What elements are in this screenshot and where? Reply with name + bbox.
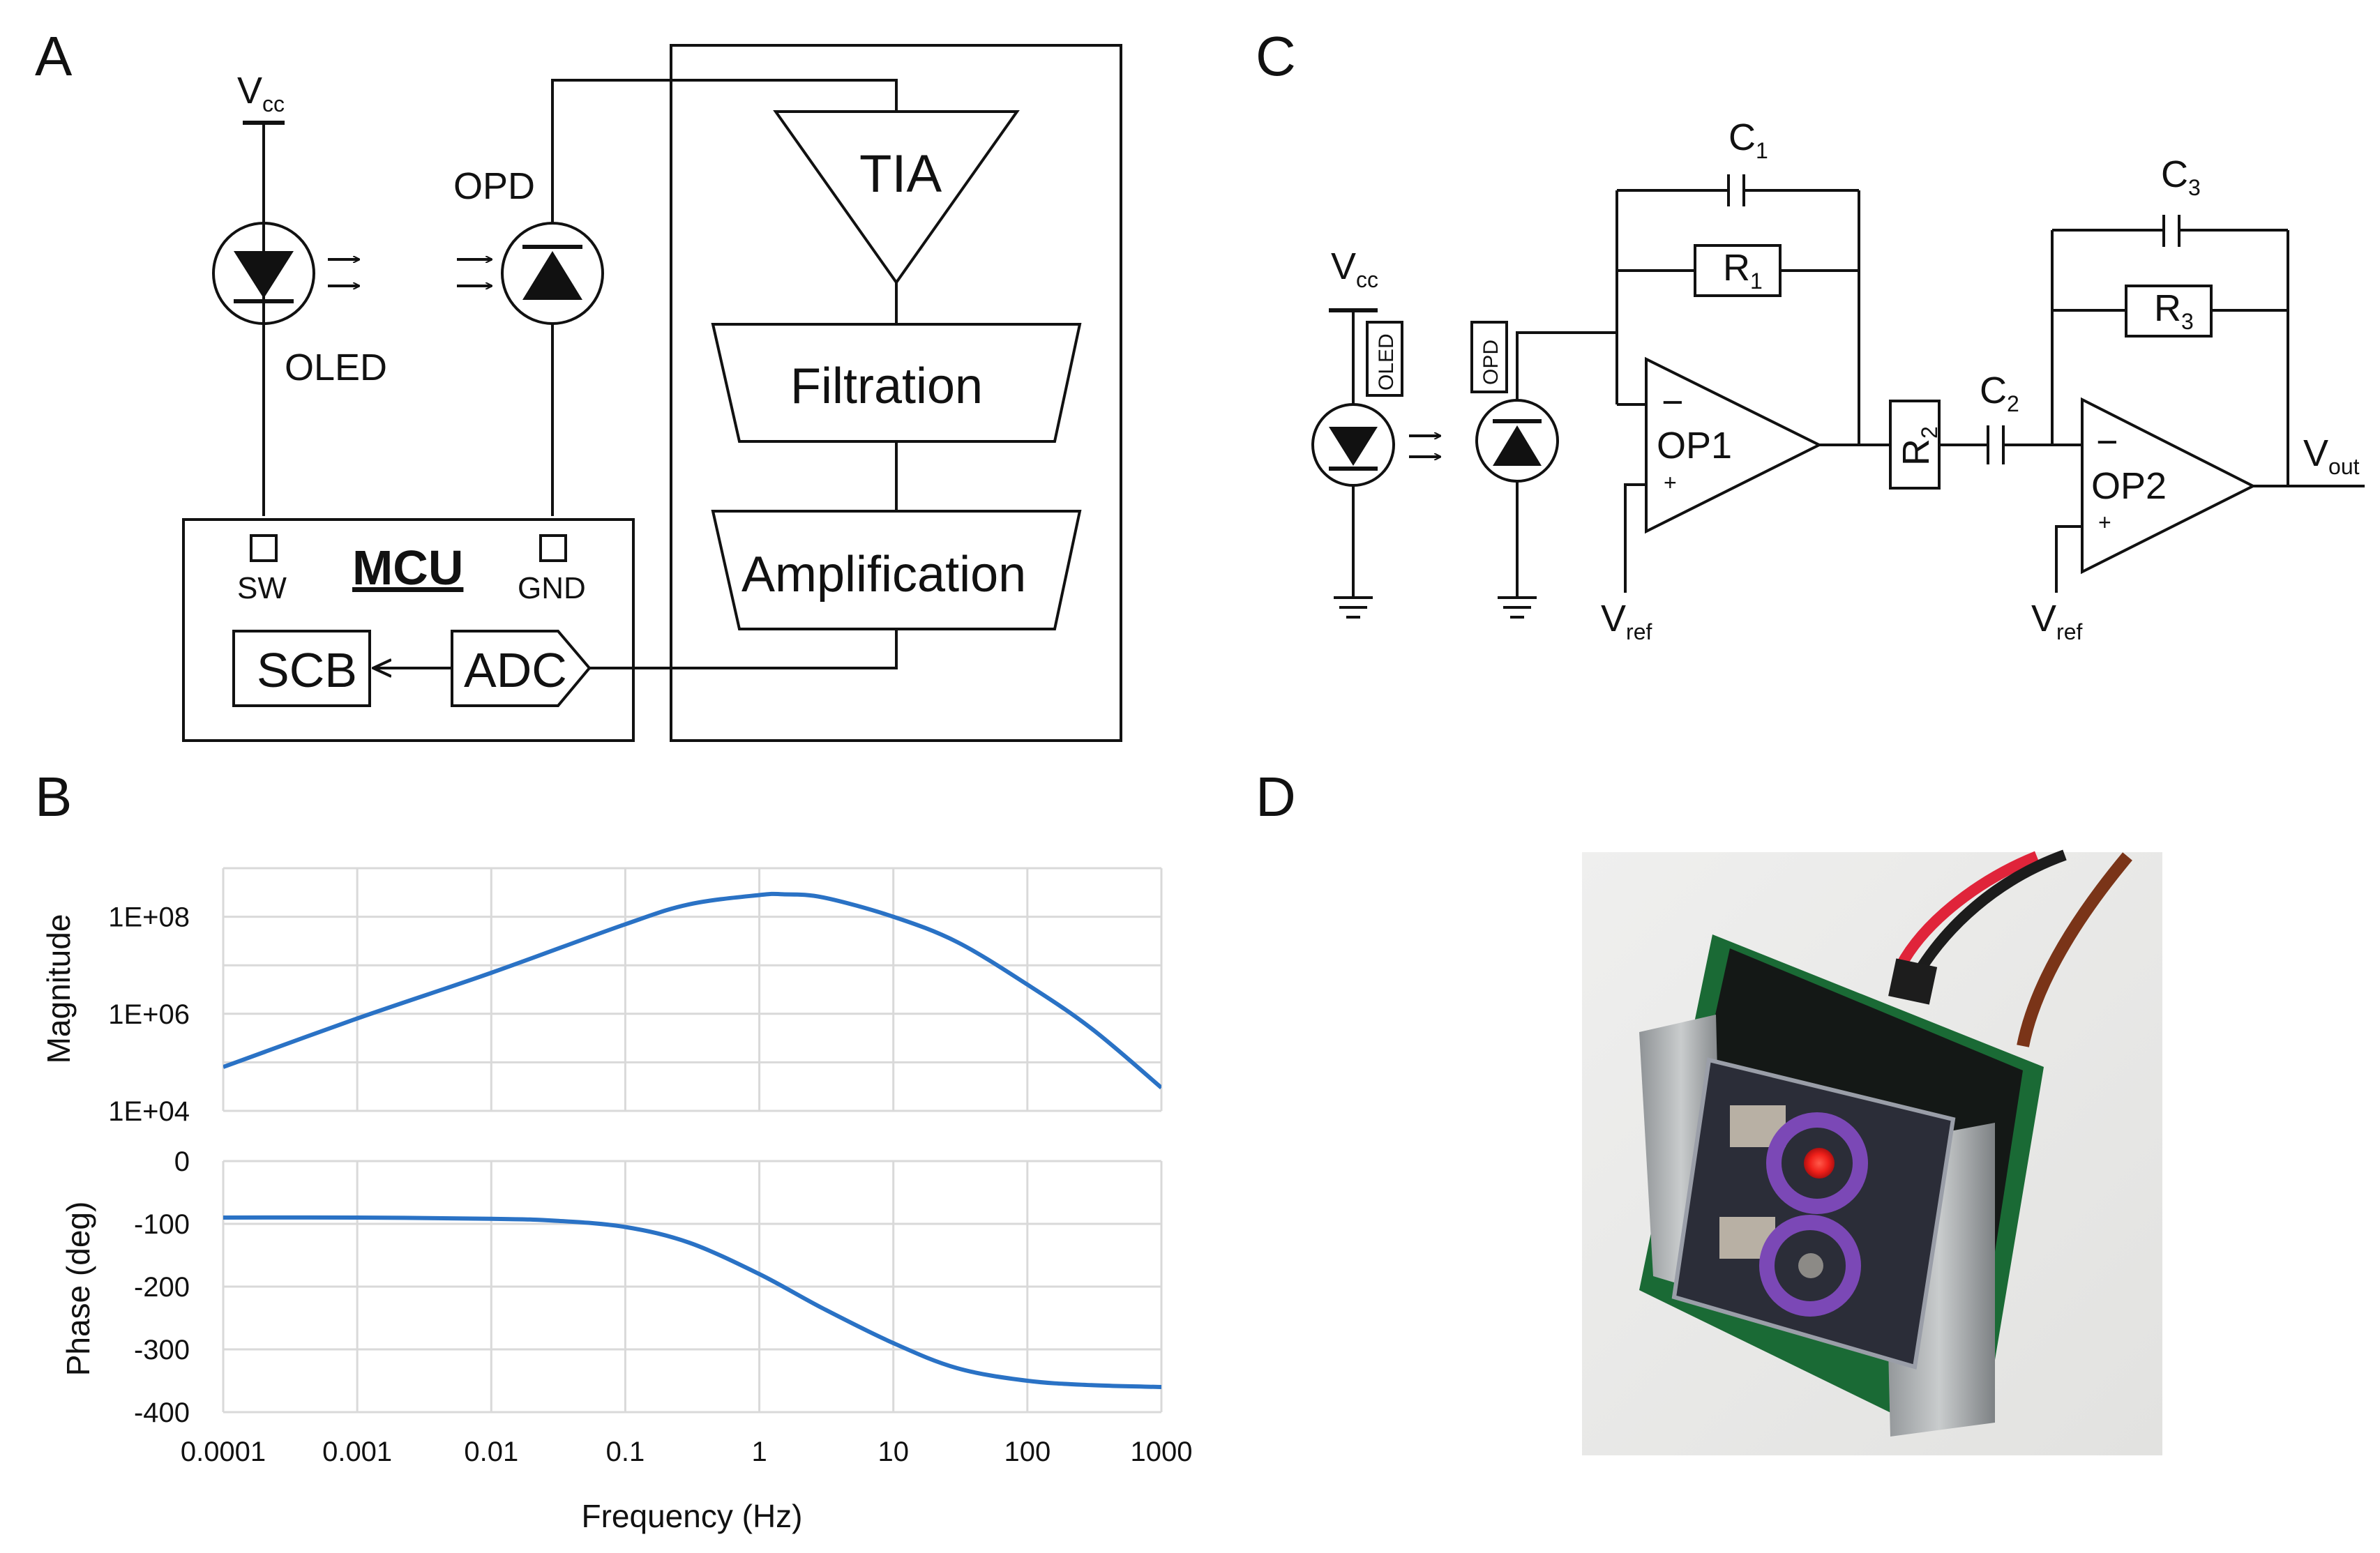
phase-tick-label: -300 [134,1335,190,1365]
frequency-tick-label: 0.0001 [181,1437,266,1467]
vref1-label: Vref [1601,598,1652,644]
mcu-label: MCU [352,540,463,595]
tia-block [773,110,1020,285]
frequency-tick-label: 0.1 [606,1437,645,1467]
block-diagram: Vcc OLED OPD SW GND MCU SCB [182,44,1122,742]
oled-symbol [212,222,359,325]
panel-label-c: C [1256,25,1296,87]
frequency-tick-label: 0.01 [464,1437,518,1467]
op1-label: OP1 [1657,425,1732,467]
phase-tick-label: -400 [134,1397,190,1428]
sw-pin-label: SW [237,571,287,605]
frequency-tick-label: 10 [878,1437,909,1467]
r3-label: R3 [2154,287,2194,334]
panel-label-d: D [1256,766,1296,828]
magnitude-tick-label: 1E+04 [108,1096,190,1127]
filtration-block [711,323,1082,443]
opd-label: OPD [453,165,535,207]
adc-block [451,630,592,707]
signal-chain-box [670,44,1122,742]
filtration-label: Filtration [790,358,983,414]
oled-tag: OLED [1375,333,1398,391]
bode-plot: 1E+08 1E+06 1E+04 0 -100 -200 -300 -400 0.0001 0.… [40,867,1192,1534]
oled-label: OLED [285,347,387,388]
adc-label: ADC [464,643,567,697]
vcc-label-c: Vcc [1331,245,1378,292]
r1-label: R1 [1723,247,1763,294]
op2-label: OP2 [2091,465,2167,507]
magnitude-tick-label: 1E+06 [108,999,190,1030]
amplification-block [711,510,1082,630]
panel-label-a: A [35,25,73,87]
mcu-box [182,518,635,742]
magnitude-tick-label: 1E+08 [108,902,190,933]
svg-text:−: − [1662,381,1684,423]
frequency-tick-label: 0.001 [322,1437,392,1467]
opd-symbol [457,222,604,325]
axis-ticks: 1E+08 1E+06 1E+04 0 -100 -200 -300 -400 0.0001 0.… [108,902,1192,1467]
svg-text:−: − [2096,421,2118,463]
scb-label: SCB [257,643,357,697]
c1-label: C1 [1728,116,1768,163]
oled-light [1804,1148,1835,1179]
phase-grid [222,1160,1163,1414]
scb-block [232,630,371,707]
magnitude-series [223,891,1161,1090]
phase-tick-label: 0 [174,1146,190,1177]
svg-text:+: + [2098,510,2111,535]
c3-label: C3 [2161,153,2201,200]
opd-tag: OPD [1479,340,1502,385]
c2-label: C2 [1980,370,2019,416]
op2-amplifier [2081,397,2257,575]
circuit-schematic: Vcc OLED OPD C1 R1 [1311,116,2365,644]
phase-series [223,1215,1161,1389]
phase-tick-label: -100 [134,1209,190,1240]
frequency-tick-label: 1 [751,1437,767,1467]
vout-label: Vout [2303,432,2360,479]
panel-label-b: B [35,766,72,828]
phase-tick-label: -200 [134,1272,190,1303]
gnd-pin-label: GND [518,571,586,605]
r2-label: R2 [1895,426,1942,466]
vcc-label-a: Vcc [237,70,285,116]
magnitude-axis-label: Magnitude [40,914,77,1064]
amplification-label: Amplification [741,547,1026,603]
frequency-tick-label: 100 [1004,1437,1050,1467]
frequency-axis-label: Frequency (Hz) [582,1498,803,1534]
vref2-label: Vref [2031,598,2082,644]
tia-label: TIA [859,144,942,204]
magnitude-grid [222,867,1163,1112]
frequency-tick-label: 1000 [1131,1437,1193,1467]
device-photo [1582,849,2162,1455]
phase-axis-label: Phase (deg) [60,1202,96,1377]
op1-amplifier [1645,356,1823,534]
svg-text:+: + [1664,470,1677,495]
